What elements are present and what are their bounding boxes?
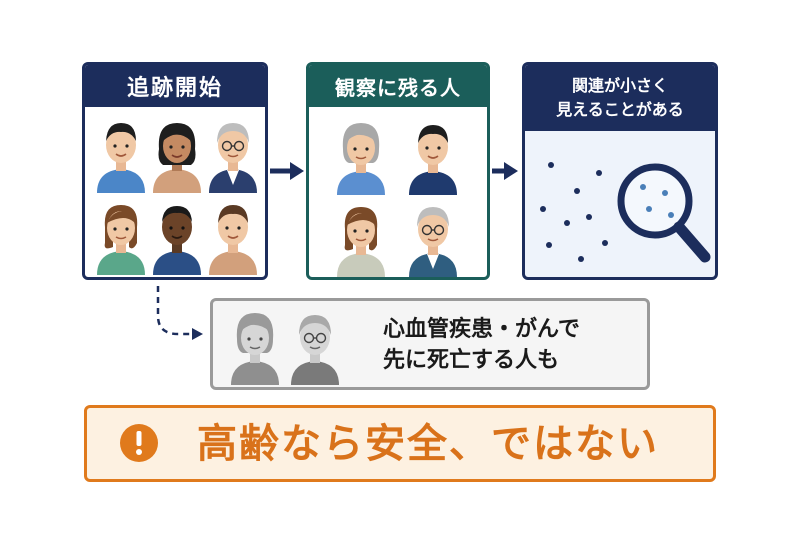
competing-risk-note-text: 心血管疾患・がんで 先に死亡する人も <box>383 314 580 376</box>
sparse-dots <box>540 162 608 262</box>
small-association-box: 関連が小さく 見えることがある <box>522 62 718 280</box>
person-icon <box>291 315 339 385</box>
person-icon <box>209 123 257 193</box>
small-association-title-line2: 見えることがある <box>556 100 684 119</box>
note-line-1: 心血管疾患・がんで <box>383 317 580 342</box>
elderly-people-group <box>231 313 339 385</box>
person-icon <box>153 123 201 193</box>
person-icon <box>409 125 457 195</box>
remaining-people-group <box>337 123 457 277</box>
start-people-group <box>97 123 257 275</box>
person-icon <box>231 313 279 385</box>
warning-banner: 高齢なら安全、ではない <box>84 405 716 482</box>
person-icon <box>337 123 385 195</box>
remaining-title: 観察に残る人 <box>309 65 487 107</box>
tracking-start-box: 追跡開始 <box>82 62 268 280</box>
person-icon <box>409 207 457 277</box>
note-line-2: 先に死亡する人も <box>383 348 560 373</box>
dashed-arrow-icon <box>156 286 203 340</box>
small-association-title-line1: 関連が小さく <box>571 76 668 95</box>
exclamation-icon <box>120 424 158 462</box>
person-icon <box>153 206 201 275</box>
small-association-title: 関連が小さく 見えることがある <box>525 65 715 131</box>
tracking-start-title: 追跡開始 <box>85 65 265 107</box>
person-icon <box>97 123 145 193</box>
competing-risk-note: 心血管疾患・がんで 先に死亡する人も <box>210 298 650 390</box>
arrow-right-icon <box>270 162 304 180</box>
scatter-magnifier-illustration <box>540 162 711 263</box>
person-icon <box>337 207 385 277</box>
arrow-right-icon <box>492 162 518 180</box>
magnifier-icon <box>617 163 711 263</box>
warning-text: 高齢なら安全、ではない <box>197 421 659 467</box>
person-icon <box>97 205 145 275</box>
remaining-box: 観察に残る人 <box>306 62 490 280</box>
person-icon <box>209 205 257 275</box>
